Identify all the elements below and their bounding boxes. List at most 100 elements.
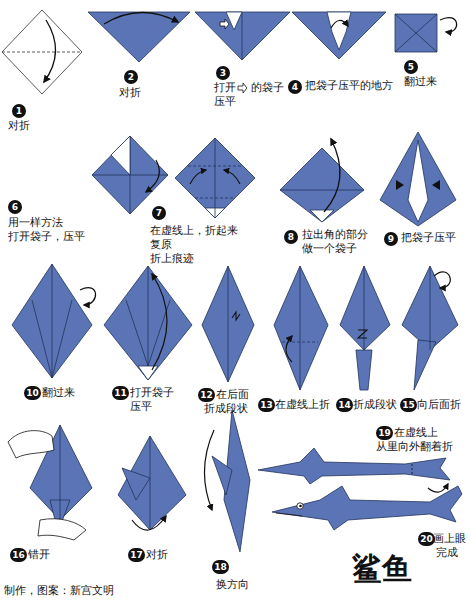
step-3-figure-part (226, 12, 242, 30)
step-3-figure-part (220, 19, 229, 29)
step-16-figure (8, 425, 92, 540)
step-caption: 换方向 (216, 578, 249, 591)
step-5-figure (395, 14, 457, 52)
step-4-figure (292, 12, 386, 59)
step-14-figure-part (340, 266, 390, 350)
step-1-figure-part (2, 10, 82, 94)
step-number: 7 (152, 206, 166, 220)
step-9-figure-part (396, 180, 404, 190)
step-10-figure-part (80, 288, 96, 305)
step-8-figure-part (280, 148, 364, 222)
step-13-figure-part (300, 266, 301, 390)
step-8-figure-part (280, 190, 364, 191)
step-12-figure-part (232, 312, 240, 320)
step-number: 12 (198, 388, 215, 402)
step-caption: 完成 (436, 546, 458, 559)
step-17-figure-part (122, 468, 150, 500)
step-18-figure-part (212, 456, 232, 495)
step-16-figure-part (60, 425, 61, 520)
step-2-figure-part (88, 12, 190, 62)
step-number: 15 (400, 398, 417, 412)
step-number: 1 (12, 104, 26, 118)
step-1-figure (2, 10, 82, 94)
step-9-figure-part (408, 140, 428, 222)
step-5-figure-part (395, 14, 437, 52)
step-caption: 打开 (214, 81, 236, 94)
step-caption: 画上眼 (433, 532, 466, 545)
step-caption: 压平 (214, 95, 236, 108)
step-15-figure-part (402, 266, 458, 350)
step-15-figure-part (414, 340, 436, 390)
step-17-figure-part (132, 516, 166, 530)
step-17-figure (118, 436, 186, 530)
step-10-figure (12, 264, 96, 378)
step-13-figure-part (286, 336, 292, 362)
step-20-figure-part (276, 513, 302, 516)
step-15-figure-part (434, 272, 450, 288)
step-1-figure-part (44, 20, 56, 82)
step-number: 11 (112, 386, 129, 400)
step-caption: 翻过来 (42, 386, 75, 399)
step-caption: 向后面折 (417, 398, 461, 411)
step-caption: 对折 (8, 119, 30, 132)
step-3-figure-part (242, 12, 243, 60)
step-caption: 打开袋子，压平 (8, 230, 85, 243)
step-caption: 在虚线上折 (275, 398, 330, 411)
step-13-figure (274, 266, 328, 390)
step-8-figure (280, 139, 364, 222)
step-14-figure-part (358, 330, 367, 338)
step-2-figure (88, 12, 190, 62)
step-number: 19 (376, 426, 393, 440)
step-number: 18 (212, 560, 229, 574)
step-caption: 在虚线上，折起来 (150, 224, 238, 237)
step-7-figure (175, 138, 255, 218)
step-20-figure (272, 486, 462, 530)
step-15-figure (402, 266, 458, 390)
step-14-figure-part (356, 350, 372, 390)
step-9-figure-part (432, 180, 440, 190)
step-7-figure-part (215, 138, 216, 218)
step-number: 14 (336, 398, 353, 412)
step-7-figure-part (195, 198, 235, 199)
step-4-figure-part (292, 12, 386, 59)
step-number: 10 (24, 386, 41, 400)
step-11-figure (104, 266, 192, 380)
step-18-figure (204, 410, 250, 552)
step-5-figure-part (395, 14, 437, 52)
step-20-figure-part (297, 503, 303, 509)
step-16-figure-part (38, 519, 86, 540)
step-11-figure-part (152, 274, 167, 370)
step-11-figure-part (126, 266, 170, 366)
step-3-figure (195, 12, 290, 93)
step-10-figure-part (32, 264, 72, 378)
step-3-figure-part (195, 12, 290, 60)
step-number: 8 (284, 230, 298, 244)
step-6-figure (92, 136, 168, 214)
step-11-figure-part (104, 266, 192, 380)
step-number: 5 (404, 60, 418, 74)
step-caption: 折上痕迹 (150, 252, 194, 265)
step-10-figure-part (12, 264, 92, 378)
step-2-figure-part (104, 12, 178, 24)
step-19-figure (258, 448, 450, 492)
step-caption: 把袋子压平 (401, 231, 456, 244)
step-7-figure-part (175, 138, 255, 218)
step-6-figure-part (111, 136, 130, 175)
step-17-figure-part (150, 436, 151, 530)
step-17-figure-part (118, 436, 186, 530)
step-caption: 从里向外翻着折 (376, 440, 453, 453)
step-number: 4 (288, 80, 302, 94)
step-caption: 做一个袋子 (302, 242, 357, 255)
step-number: 20 (418, 532, 435, 546)
step-3-figure-part (238, 83, 247, 93)
step-caption: 翻过来 (404, 75, 437, 88)
step-4-figure-part (331, 20, 348, 28)
step-caption: 复原 (150, 238, 172, 251)
step-9-figure-part (380, 132, 456, 226)
step-15-figure-part (430, 266, 431, 350)
step-8-figure-part (324, 139, 340, 212)
step-14-figure-part (364, 266, 365, 350)
step-caption: 错开 (28, 548, 50, 561)
step-number: 2 (124, 70, 138, 84)
step-caption: 把袋子压平的地方 (305, 79, 393, 92)
